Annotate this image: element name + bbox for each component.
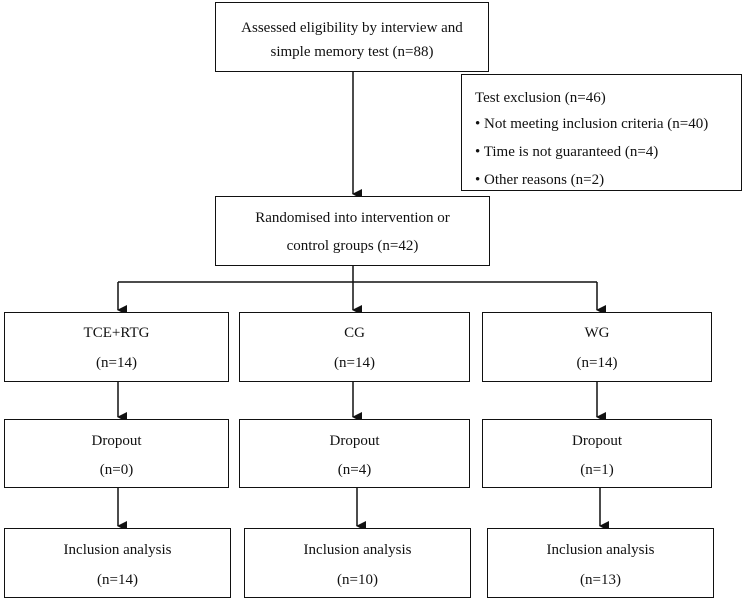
dropout-label: Dropout xyxy=(329,433,380,449)
dropout-box-cg: Dropout (n=4) xyxy=(239,419,470,488)
group-name: WG xyxy=(584,325,610,341)
group-count: (n=14) xyxy=(334,355,375,371)
exclusion-item-2: • Time is not guaranteed (n=4) xyxy=(475,144,659,160)
group-box-cg: CG (n=14) xyxy=(239,312,470,382)
exclusion-box: Test exclusion (n=46) • Not meeting incl… xyxy=(461,74,742,191)
analysis-count: (n=10) xyxy=(337,572,378,588)
group-name: TCE+RTG xyxy=(83,325,150,341)
dropout-label: Dropout xyxy=(91,433,142,449)
analysis-count: (n=13) xyxy=(580,572,621,588)
exclusion-title: Test exclusion (n=46) xyxy=(475,90,606,106)
analysis-box-wg: Inclusion analysis (n=13) xyxy=(487,528,714,598)
group-box-tce-rtg: TCE+RTG (n=14) xyxy=(4,312,229,382)
dropout-count: (n=4) xyxy=(337,462,372,478)
analysis-label: Inclusion analysis xyxy=(303,542,412,558)
exclusion-item-1-text: Not meeting inclusion criteria (n=40) xyxy=(484,116,709,132)
group-box-wg: WG (n=14) xyxy=(482,312,712,382)
exclusion-item-1: • Not meeting inclusion criteria (n=40) xyxy=(475,116,709,132)
exclusion-item-2-text: Time is not guaranteed (n=4) xyxy=(483,144,659,160)
eligibility-line-2: simple memory test (n=88) xyxy=(270,44,434,60)
exclusion-item-3: • Other reasons (n=2) xyxy=(475,172,605,188)
analysis-label: Inclusion analysis xyxy=(546,542,655,558)
analysis-count: (n=14) xyxy=(97,572,138,588)
eligibility-line-1: Assessed eligibility by interview and xyxy=(241,20,463,36)
group-count: (n=14) xyxy=(96,355,137,371)
dropout-box-tce-rtg: Dropout (n=0) xyxy=(4,419,229,488)
randomised-line-1: Randomised into intervention or xyxy=(255,210,450,226)
analysis-box-tce-rtg: Inclusion analysis (n=14) xyxy=(4,528,231,598)
analysis-label: Inclusion analysis xyxy=(63,542,172,558)
eligibility-box: Assessed eligibility by interview and si… xyxy=(215,2,489,72)
dropout-box-wg: Dropout (n=1) xyxy=(482,419,712,488)
analysis-box-cg: Inclusion analysis (n=10) xyxy=(244,528,471,598)
randomised-box: Randomised into intervention or control … xyxy=(215,196,490,266)
dropout-count: (n=1) xyxy=(580,462,614,478)
group-count: (n=14) xyxy=(576,355,618,371)
randomised-line-2: control groups (n=42) xyxy=(286,238,419,254)
exclusion-item-3-text: Other reasons (n=2) xyxy=(484,172,605,188)
group-name: CG xyxy=(344,325,365,341)
dropout-count: (n=0) xyxy=(99,462,134,478)
dropout-label: Dropout xyxy=(572,433,622,449)
